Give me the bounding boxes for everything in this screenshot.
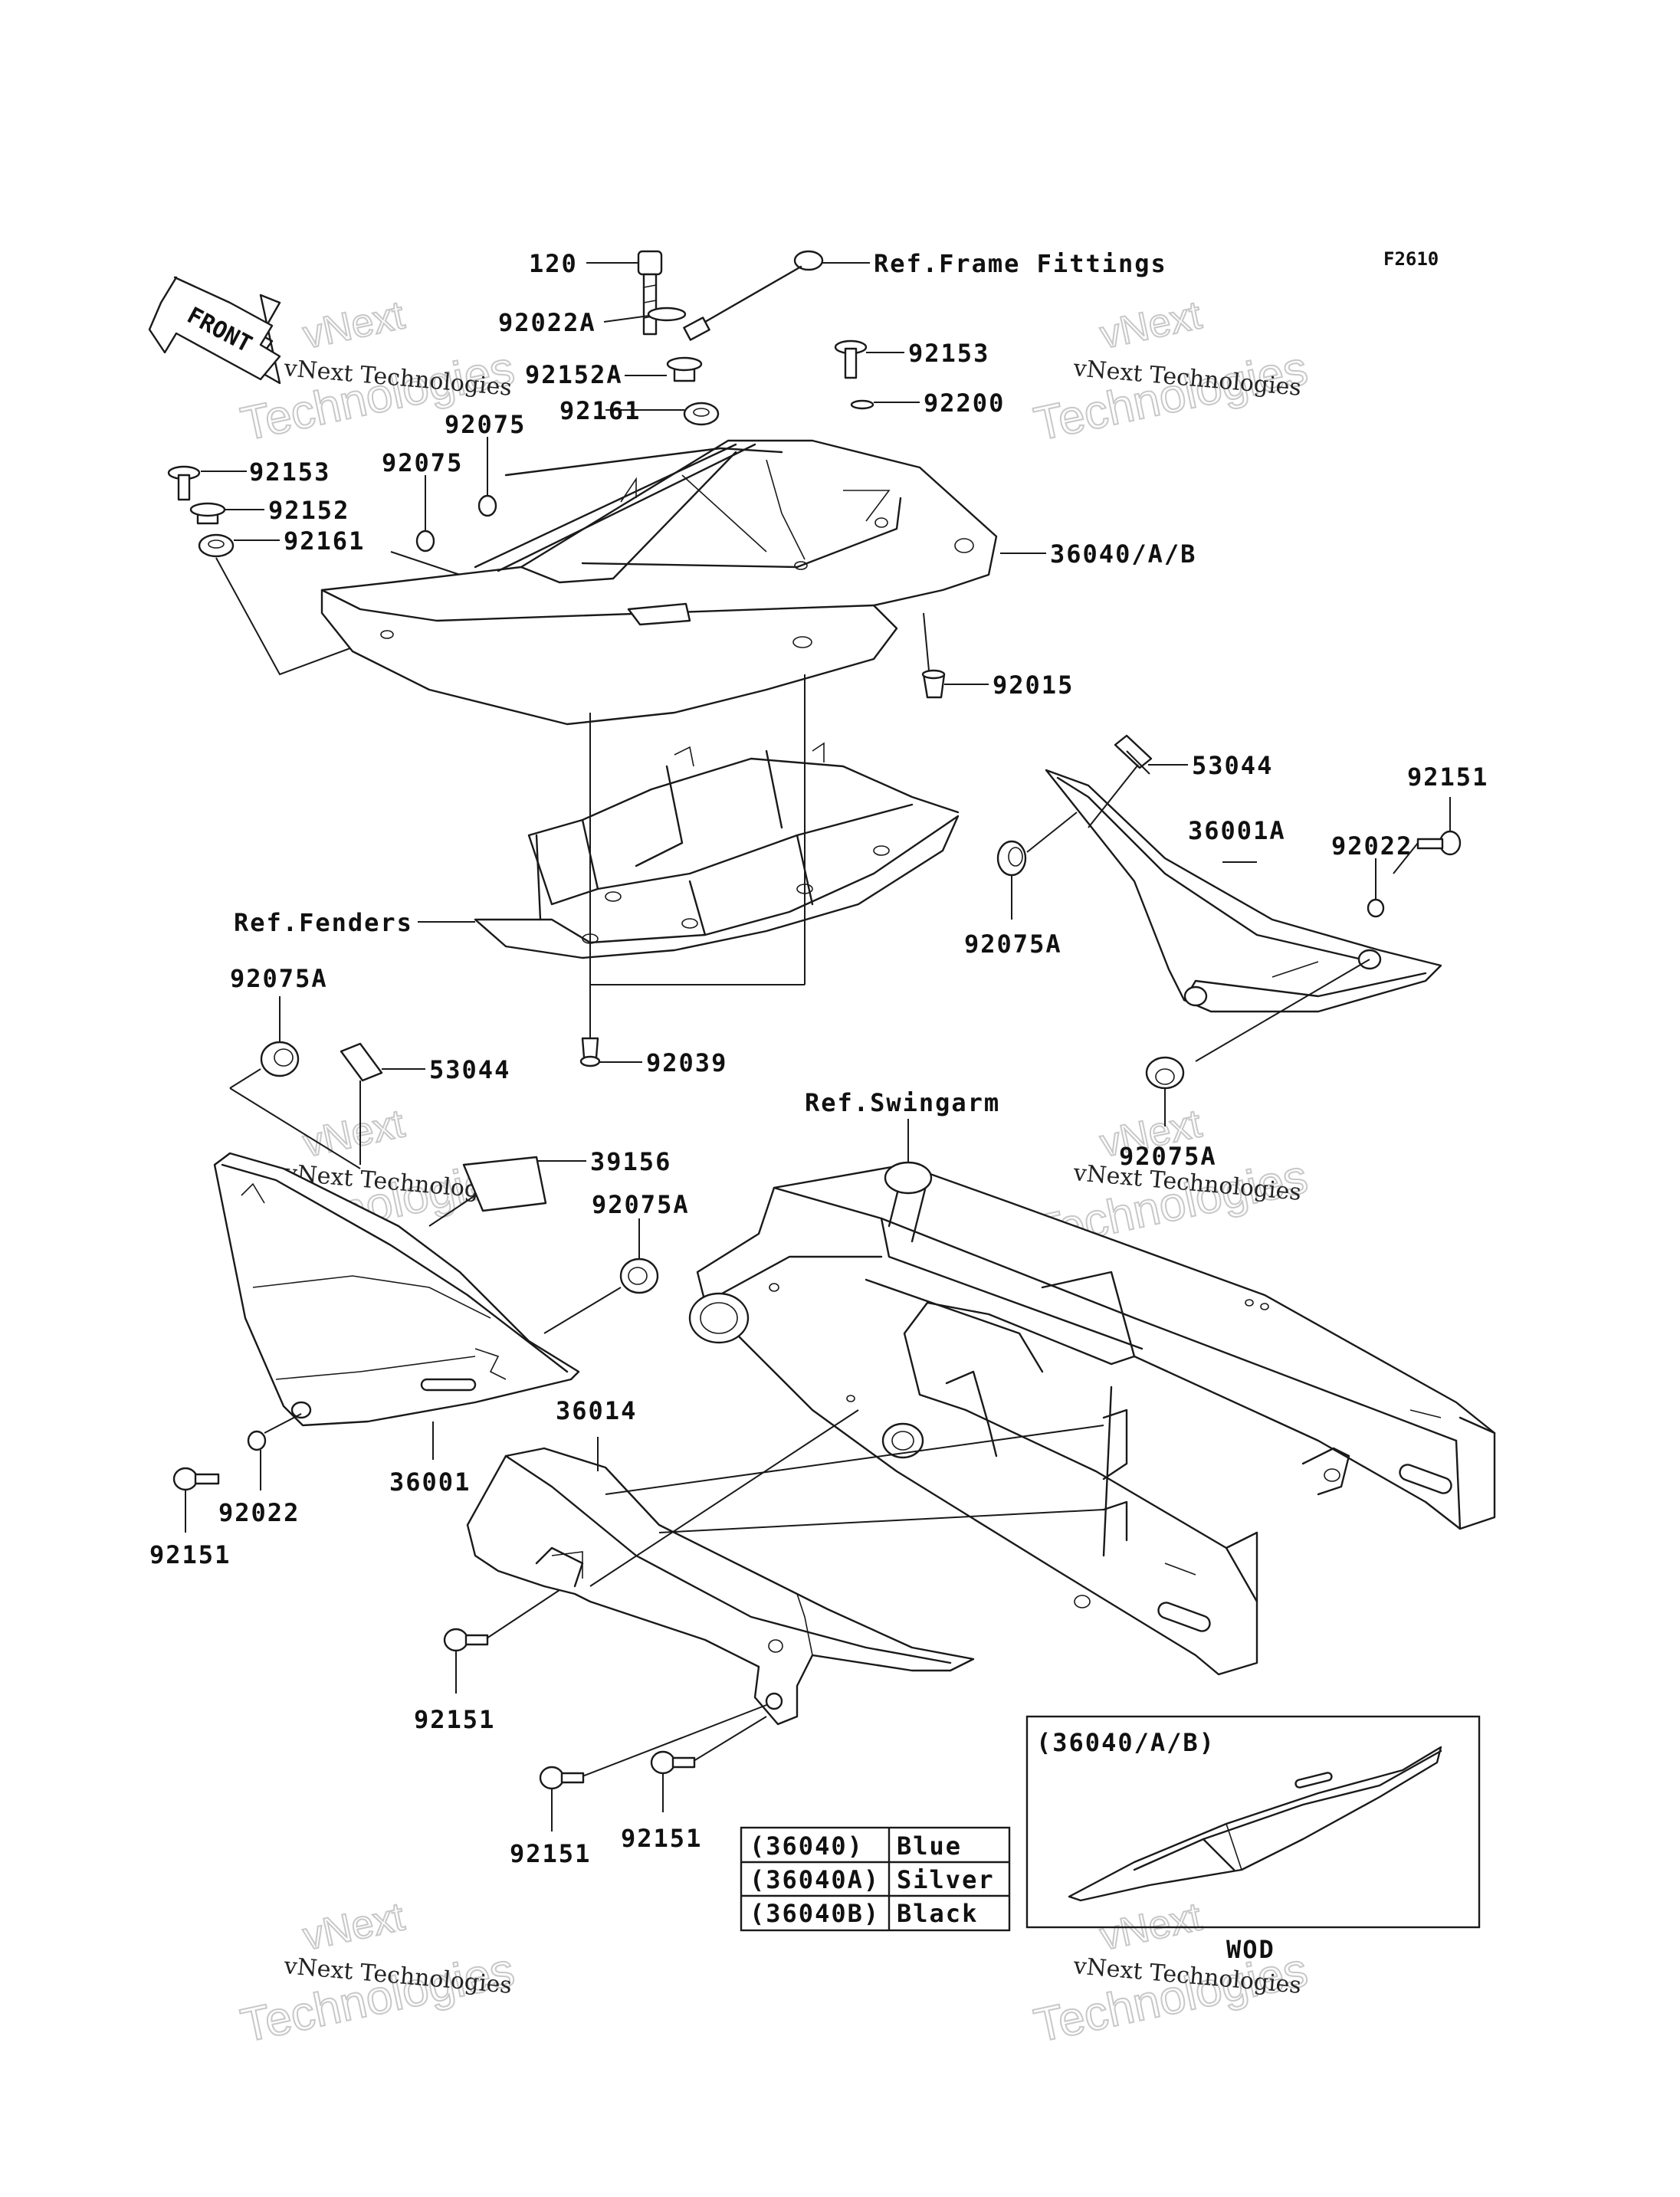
rear-fender-tray	[474, 742, 960, 959]
ref-frame-fittings: Ref.Frame Fittings	[874, 249, 1167, 278]
label-92075A-right2: 92075A	[1119, 1142, 1217, 1171]
bolt-92151-right	[1416, 830, 1462, 856]
color-table: (36040) Blue (36040A) Silver (36040B) Bl…	[740, 1826, 1011, 1932]
grommet-92075A-right2	[1145, 1056, 1185, 1090]
washer-92022-right	[1367, 898, 1385, 918]
label-92075-b: 92075	[382, 448, 463, 477]
svg-text:vNext: vNext	[1096, 293, 1206, 357]
watermark-bottom-right: vNext Technologies vNext Technologies	[1029, 1894, 1313, 2053]
clip-92015	[921, 669, 946, 699]
label-92153-top: 92153	[908, 339, 989, 368]
label-92151-left: 92151	[149, 1540, 231, 1569]
inset-note: WOD	[1226, 1935, 1275, 1964]
label-92161-top: 92161	[559, 396, 641, 425]
label-120: 120	[529, 249, 578, 278]
front-arrow-icon: FRONT	[148, 276, 281, 385]
label-plate-39156	[462, 1156, 547, 1212]
washer-92200	[850, 399, 874, 410]
grommet-92161-left	[198, 533, 235, 558]
grommet-92161-top	[683, 402, 720, 426]
cable-frame-fittings	[683, 250, 824, 341]
label-36001: 36001	[389, 1467, 471, 1497]
color-table-code-2: (36040B)	[750, 1899, 880, 1928]
label-92161-left: 92161	[284, 526, 365, 556]
chain-cover-36014	[466, 1447, 975, 1726]
label-92075A-left2: 92075A	[592, 1190, 690, 1219]
label-53044-left: 53044	[429, 1055, 510, 1084]
label-92151-c2: 92151	[510, 1839, 591, 1868]
label-92022A: 92022A	[498, 308, 596, 337]
grommet-92075A-right	[996, 840, 1027, 877]
color-table-code-1: (36040A)	[750, 1865, 880, 1894]
bolt-92151-c1	[443, 1628, 489, 1652]
label-92151-c3: 92151	[621, 1824, 702, 1853]
watermark-bottom-left: vNext Technologies vNext Technologies	[236, 1894, 520, 2053]
swingarm	[688, 1161, 1496, 1676]
label-36001A: 36001A	[1188, 816, 1286, 845]
side-cover-36001A	[1045, 769, 1442, 1013]
label-92200: 92200	[924, 389, 1005, 418]
grommet-92075-b	[415, 530, 435, 553]
label-92151-right: 92151	[1407, 762, 1488, 792]
rivet-92039	[579, 1037, 601, 1067]
label-92075A-right: 92075A	[964, 930, 1062, 959]
color-table-color-1: Silver	[897, 1865, 995, 1894]
diagram-code: F2610	[1383, 248, 1439, 270]
svg-text:vNext: vNext	[299, 1101, 409, 1166]
ref-swingarm: Ref.Swingarm	[805, 1088, 1000, 1117]
bolt-92153-left	[167, 465, 201, 501]
bolt-92151-c3	[650, 1750, 696, 1775]
side-cover-36001	[213, 1152, 580, 1427]
collar-92152	[189, 502, 226, 525]
bolt-92153-top	[834, 339, 868, 379]
bolt-120	[637, 250, 663, 336]
label-39156: 39156	[590, 1147, 671, 1176]
washer-92022-left	[247, 1430, 267, 1451]
svg-text:vNext: vNext	[299, 1894, 409, 1959]
color-table-color-0: Blue	[897, 1831, 962, 1861]
watermark-top-right: vNext Technologies vNext Technologies	[1029, 292, 1313, 451]
inset-title: (36040/A/B)	[1036, 1728, 1216, 1757]
label-92153-left: 92153	[249, 457, 330, 487]
collar-53044-left	[340, 1042, 383, 1082]
washer-92022A	[647, 307, 687, 322]
grommet-92075A-left	[260, 1041, 300, 1077]
collar-53044-right	[1114, 734, 1153, 769]
bolt-92151-left	[172, 1467, 220, 1491]
label-92015: 92015	[993, 671, 1074, 700]
label-92075-a: 92075	[445, 410, 526, 439]
ref-fenders: Ref.Fenders	[234, 908, 413, 937]
label-36014: 36014	[556, 1396, 637, 1425]
label-92075A-left: 92075A	[230, 964, 328, 993]
label-92152A: 92152A	[525, 360, 623, 389]
inset-box: (36040/A/B) WOD	[1025, 1715, 1481, 1964]
label-92152: 92152	[268, 496, 349, 525]
grommet-92075A-left2	[619, 1258, 659, 1294]
label-36040: 36040/A/B	[1050, 539, 1196, 569]
label-92022-left: 92022	[218, 1498, 300, 1527]
inset-seat-cowl	[1068, 1746, 1442, 1902]
color-table-code-0: (36040)	[750, 1831, 864, 1861]
label-92151-c1: 92151	[414, 1705, 495, 1734]
seat-cowl-36040	[320, 439, 998, 726]
collar-92152A	[666, 356, 703, 382]
color-table-color-2: Black	[897, 1899, 978, 1928]
svg-text:vNext: vNext	[299, 293, 409, 357]
label-92039: 92039	[646, 1048, 727, 1077]
svg-text:Technologies: Technologies	[237, 1943, 519, 2053]
bolt-92151-c2	[539, 1766, 585, 1790]
label-53044-right: 53044	[1192, 751, 1273, 780]
grommet-92075-a	[477, 494, 497, 517]
label-92022-right: 92022	[1331, 831, 1413, 861]
